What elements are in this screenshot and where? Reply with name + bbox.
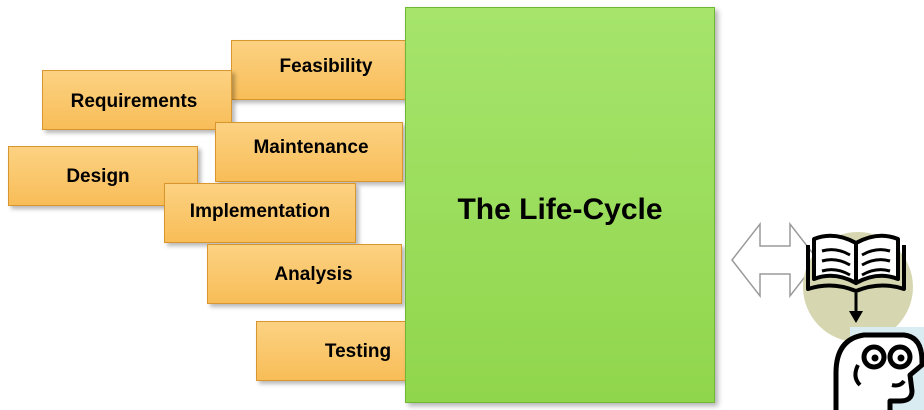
phase-maintenance: Maintenance: [215, 122, 403, 182]
phase-maintenance-label: Maintenance: [253, 137, 369, 158]
phase-requirements: Requirements: [42, 70, 232, 130]
phase-feasibility-label: Feasibility: [279, 56, 373, 77]
phase-testing: Testing: [256, 321, 408, 381]
book-icon: [806, 233, 906, 293]
phase-analysis: Analysis: [207, 244, 402, 304]
phase-implementation-label: Implementation: [189, 201, 331, 222]
phase-design-label: Design: [66, 166, 130, 187]
phase-requirements-label: Requirements: [70, 91, 198, 112]
phase-feasibility: Feasibility: [231, 40, 409, 100]
phase-implementation: Implementation: [164, 183, 356, 243]
down-arrow-icon: [849, 293, 863, 323]
life-cycle-box: The Life-Cycle: [405, 7, 715, 403]
life-cycle-title: The Life-Cycle: [457, 193, 663, 226]
phase-testing-label: Testing: [324, 341, 392, 362]
reader-illustration: [803, 232, 924, 410]
phase-design: Design: [8, 146, 198, 206]
phase-analysis-label: Analysis: [274, 264, 353, 285]
reader-face-icon: [833, 327, 924, 410]
